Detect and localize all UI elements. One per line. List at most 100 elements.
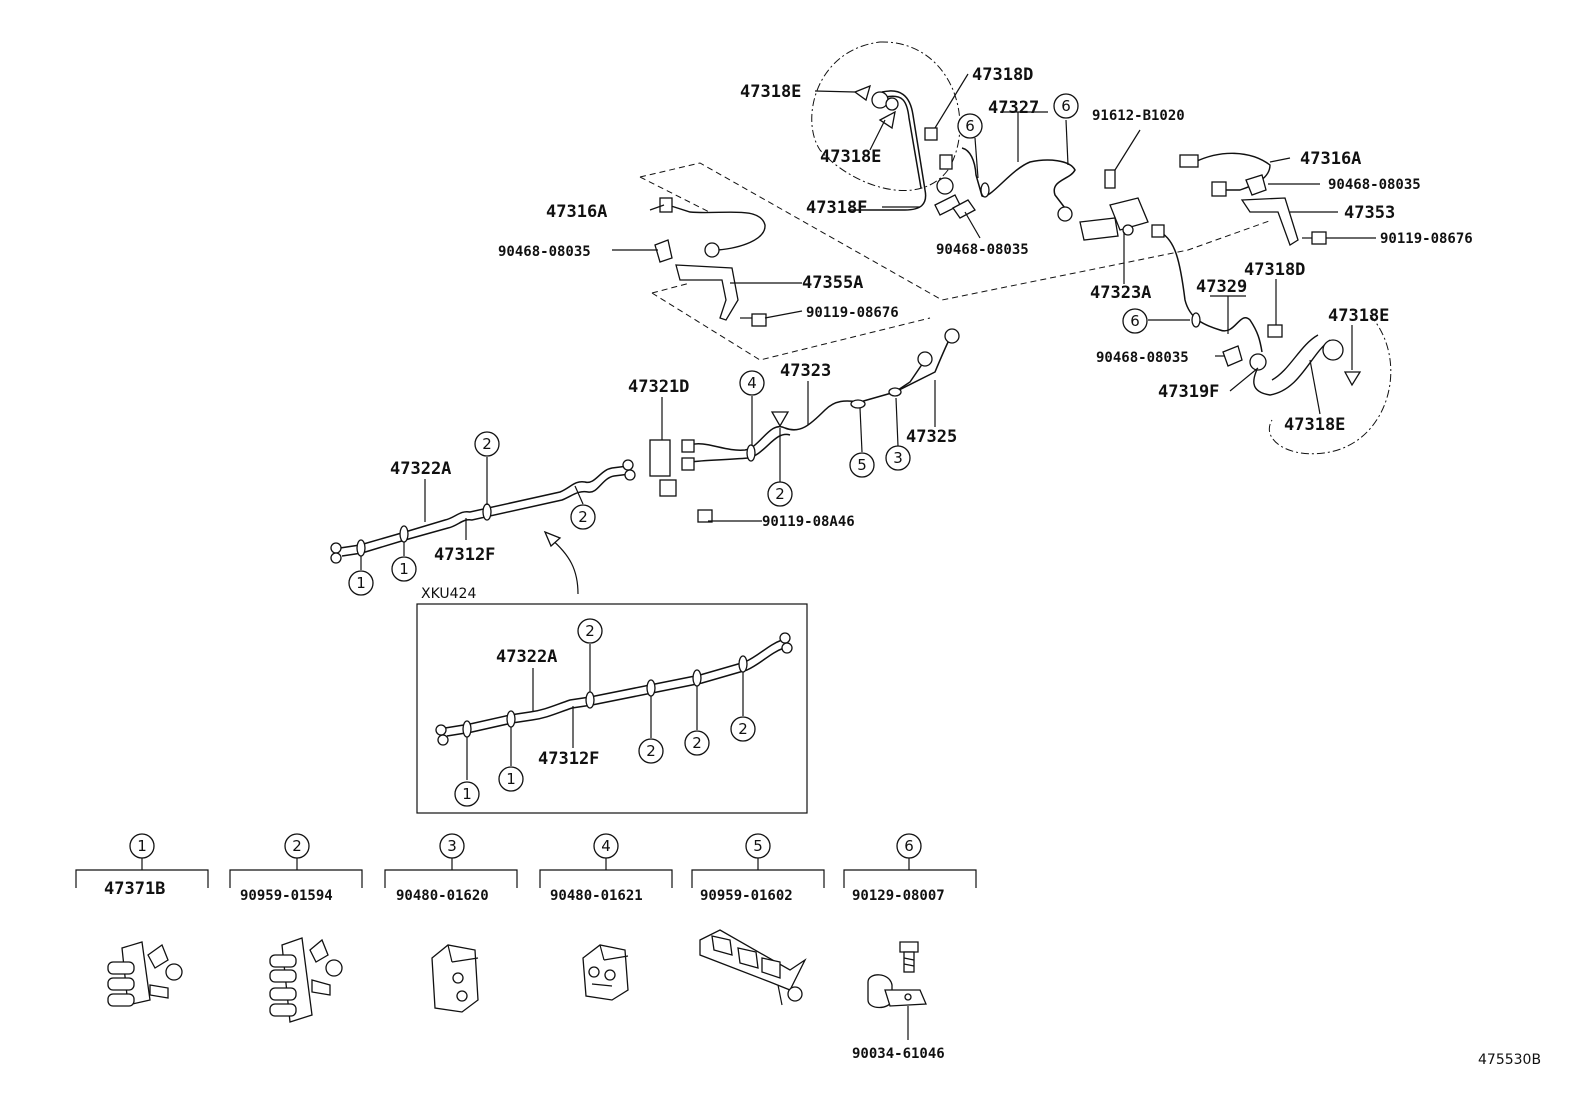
label-47322a-inset: 47322A bbox=[496, 647, 557, 667]
label-47316a-right: 47316A bbox=[1300, 149, 1361, 169]
svg-text:2: 2 bbox=[646, 742, 656, 760]
callout-inset-2-a: 2 bbox=[577, 618, 603, 644]
clip-90468-right bbox=[1245, 174, 1267, 196]
label-47319f: 47319F bbox=[1158, 382, 1219, 402]
svg-text:3: 3 bbox=[447, 837, 457, 855]
svg-text:6: 6 bbox=[965, 117, 975, 135]
legend-part-6: 90129-08007 bbox=[852, 888, 945, 904]
label-47312f: 47312F bbox=[434, 545, 495, 565]
label-47312f-inset: 47312F bbox=[538, 749, 599, 769]
bracket-47355a bbox=[675, 264, 739, 321]
svg-text:2: 2 bbox=[692, 734, 702, 752]
label-91612-b1020: 91612-B1020 bbox=[1092, 108, 1185, 124]
callout-inset-1-b: 1 bbox=[498, 766, 524, 792]
svg-text:1: 1 bbox=[462, 785, 472, 803]
legend-part-4: 90480-01621 bbox=[550, 888, 643, 904]
legend-part-3: 90480-01620 bbox=[396, 888, 489, 904]
hose-47316a-left bbox=[659, 197, 766, 258]
bolt-90129-08007-icon bbox=[899, 941, 919, 973]
label-47316a-left: 47316A bbox=[546, 202, 607, 222]
pipe-47329 bbox=[1159, 231, 1263, 353]
label-47323: 47323 bbox=[780, 361, 831, 381]
callout-inset-1-a: 1 bbox=[454, 781, 480, 807]
label-90119-left: 90119-08676 bbox=[806, 305, 899, 321]
legend-part-5: 90959-01602 bbox=[700, 888, 793, 904]
label-47325: 47325 bbox=[906, 427, 957, 447]
svg-text:2: 2 bbox=[482, 435, 492, 453]
svg-text:1: 1 bbox=[506, 770, 516, 788]
svg-text:1: 1 bbox=[137, 837, 147, 855]
label-xku424: XKU424 bbox=[421, 586, 476, 602]
callout-2-a: 2 bbox=[474, 431, 500, 457]
callout-inset-2-d: 2 bbox=[730, 716, 756, 742]
svg-text:2: 2 bbox=[738, 720, 748, 738]
inset-arrow bbox=[549, 537, 579, 595]
clip-90468-mid bbox=[952, 199, 976, 219]
clamp-90480-01621-icon bbox=[582, 944, 629, 1001]
callout-2-c: 2 bbox=[767, 481, 793, 507]
callout-6-c: 6 bbox=[1122, 308, 1148, 334]
hose-47319f bbox=[1249, 334, 1344, 396]
legend-item-3: 3 90480-01620 bbox=[384, 833, 518, 1013]
svg-text:2: 2 bbox=[585, 622, 595, 640]
clamp-90959-01602-icon bbox=[699, 929, 807, 1006]
svg-text:2: 2 bbox=[578, 508, 588, 526]
legend-item-5: 5 90959-01602 bbox=[691, 833, 825, 1006]
pipe-47323 bbox=[689, 400, 861, 451]
label-47355a: 47355A bbox=[802, 273, 863, 293]
rear-left-hose-group-outline bbox=[811, 41, 961, 191]
callout-1-a: 1 bbox=[348, 570, 374, 596]
bolt-47318d-lower bbox=[1267, 324, 1283, 338]
label-47323a: 47323A bbox=[1090, 283, 1151, 303]
label-47318e-b: 47318E bbox=[820, 147, 881, 167]
label-90468-mid: 90468-08035 bbox=[936, 242, 1029, 258]
label-47318e-a: 47318E bbox=[740, 82, 801, 102]
svg-text:4: 4 bbox=[601, 837, 611, 855]
bolt-90119-08a46 bbox=[697, 509, 713, 523]
label-47318d-a: 47318D bbox=[972, 65, 1033, 85]
legend-row: 1 47371B 2 90959-01594 bbox=[75, 833, 977, 1062]
label-90119-08a46: 90119-08A46 bbox=[762, 514, 855, 530]
clip-90468-left bbox=[654, 239, 673, 263]
svg-text:5: 5 bbox=[753, 837, 763, 855]
callout-circles: 6 6 6 4 2 2 2 5 3 1 1 2 1 1 2 2 2 bbox=[348, 93, 1148, 807]
clamp-47371b-icon bbox=[107, 941, 183, 1007]
clamp-90959-01594-icon bbox=[269, 937, 343, 1023]
svg-text:6: 6 bbox=[1061, 97, 1071, 115]
legend-item-2: 2 90959-01594 bbox=[229, 833, 363, 1023]
inset-pipes bbox=[435, 632, 793, 780]
bolt-47318d-upper bbox=[924, 127, 953, 170]
clip-47318e-upper bbox=[853, 84, 896, 130]
svg-text:2: 2 bbox=[292, 837, 302, 855]
svg-text:6: 6 bbox=[904, 837, 914, 855]
joint-47321d bbox=[649, 439, 695, 497]
pipe-47322a bbox=[339, 465, 629, 549]
clamp-90480-01620-icon bbox=[431, 944, 479, 1013]
callout-1-b: 1 bbox=[391, 556, 417, 582]
label-47318f: 47318F bbox=[806, 198, 867, 218]
svg-text:1: 1 bbox=[399, 560, 409, 578]
legend-extra-part: 90034-61046 bbox=[852, 1046, 945, 1062]
label-47321d: 47321D bbox=[628, 377, 689, 397]
callout-inset-2-b: 2 bbox=[638, 738, 664, 764]
svg-text:3: 3 bbox=[893, 449, 903, 467]
label-47318d-b: 47318D bbox=[1244, 260, 1305, 280]
bracket-47353 bbox=[1240, 197, 1299, 246]
clip-90468-lower bbox=[1222, 345, 1243, 367]
clamp-90034-61046-icon bbox=[867, 974, 927, 1009]
label-90468-right: 90468-08035 bbox=[1328, 177, 1421, 193]
legend-part-1: 47371B bbox=[104, 879, 165, 899]
bolt-90119-right bbox=[1302, 231, 1327, 245]
svg-text:2: 2 bbox=[775, 485, 785, 503]
callout-3: 3 bbox=[885, 445, 911, 471]
callout-inset-2-c: 2 bbox=[684, 730, 710, 756]
label-90468-left: 90468-08035 bbox=[498, 244, 591, 260]
part-labels: 47318E 47318D 47318E 47327 91612-B1020 4… bbox=[390, 65, 1541, 1068]
label-47329: 47329 bbox=[1196, 277, 1247, 297]
joint-47323a bbox=[1079, 169, 1149, 241]
callout-5: 5 bbox=[849, 452, 875, 478]
label-47353: 47353 bbox=[1344, 203, 1395, 223]
callout-2-b: 2 bbox=[570, 504, 596, 530]
callout-4: 4 bbox=[739, 370, 765, 396]
